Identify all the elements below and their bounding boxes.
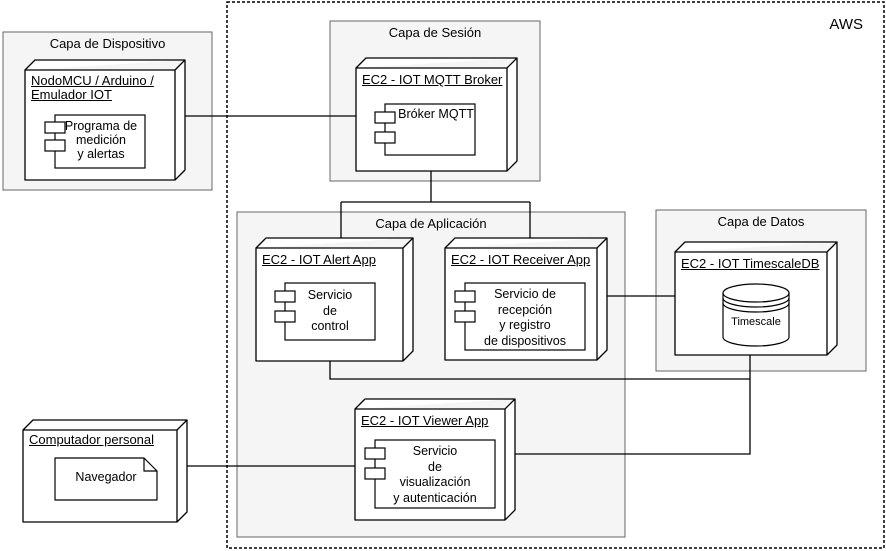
receiver-node-title: EC2 - IOT Receiver App	[451, 252, 591, 267]
component-port-icon	[364, 447, 386, 460]
browser-artifact-label: Navegador	[75, 470, 137, 484]
alert-node-title: EC2 - IOT Alert App	[262, 252, 376, 267]
component-port-icon	[374, 111, 396, 124]
component-port-icon	[454, 310, 476, 323]
connector-timescale-to-viewer	[515, 355, 751, 455]
component-port-icon	[274, 290, 296, 303]
database-cylinder-icon	[722, 283, 790, 347]
connector-mqtt-to-app-layer	[340, 171, 531, 238]
device-component-shape	[54, 114, 146, 169]
database-cylinder-stripes-icon	[722, 292, 790, 313]
connector-alert-to-trunk	[329, 361, 750, 380]
device-node-title: NodoMCU / Arduino /Emulador IOT	[31, 73, 154, 102]
mqtt-component-shape	[384, 103, 476, 156]
browser-artifact-shape	[54, 457, 158, 501]
timescale-database-label: Timescale	[731, 316, 781, 328]
timescale-node-title: EC2 - IOT TimescaleDB	[681, 256, 820, 271]
component-port-icon	[44, 121, 66, 134]
mqtt-component-label: Bróker MQTT	[398, 107, 474, 121]
viewer-node-title: EC2 - IOT Viewer App	[361, 413, 489, 428]
component-port-icon	[274, 310, 296, 323]
viewer-component-shape	[374, 439, 496, 509]
layer-device-title: Capa de Dispositivo	[49, 36, 166, 51]
component-port-icon	[364, 467, 386, 480]
aws-group-label: AWS	[829, 16, 863, 33]
component-port-icon	[454, 290, 476, 303]
component-port-icon	[374, 131, 396, 144]
pc-node-title: Computador personal	[29, 432, 155, 447]
layer-data-title: Capa de Datos	[717, 214, 805, 229]
layer-session-title: Capa de Sesión	[388, 25, 482, 40]
mqtt-node-title: EC2 - IOT MQTT Broker	[362, 72, 503, 87]
component-port-icon	[44, 139, 66, 152]
layer-application-title: Capa de Aplicación	[375, 216, 487, 231]
